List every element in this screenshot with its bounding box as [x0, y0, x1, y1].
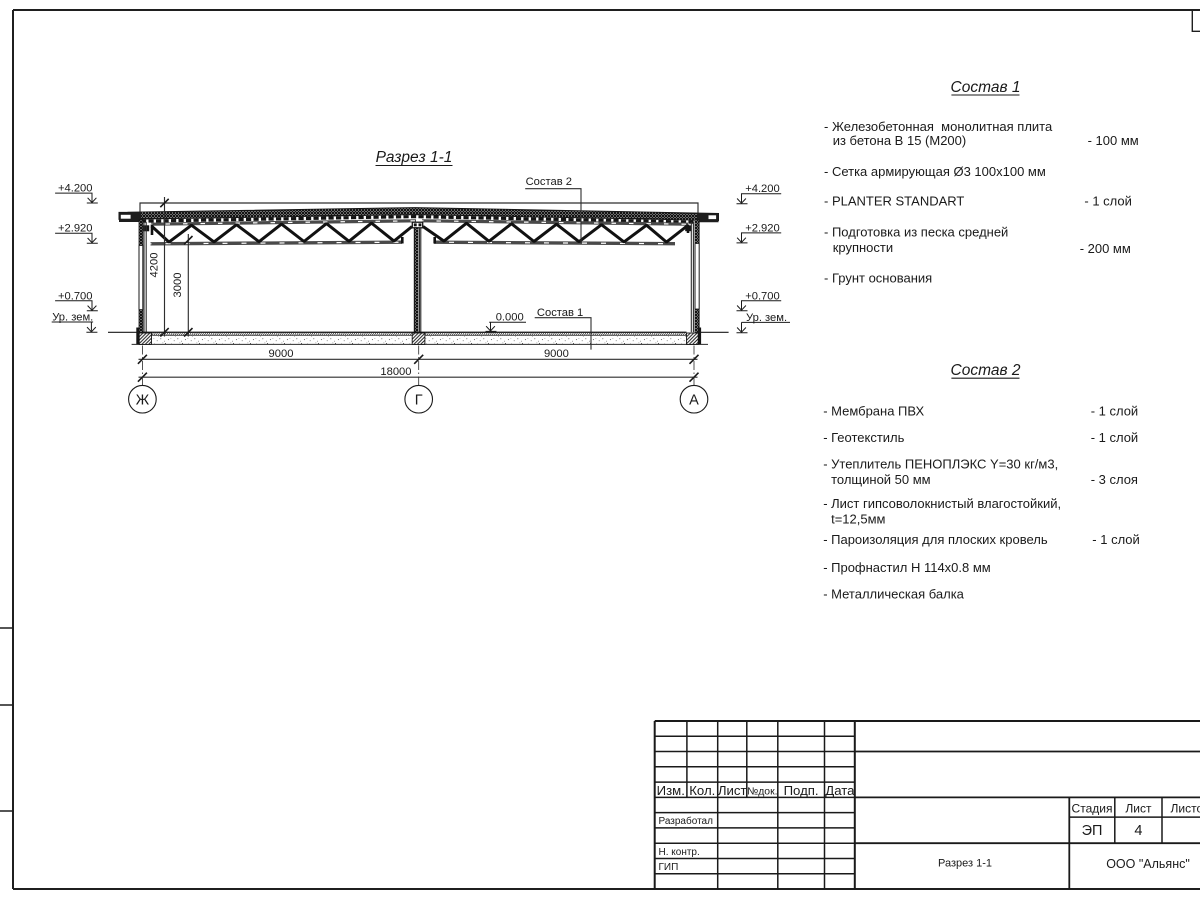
svg-text:ООО "Альянс": ООО "Альянс": [1106, 857, 1190, 871]
svg-text:- Утеплитель ПЕНОПЛЭКС Y=30 кг: - Утеплитель ПЕНОПЛЭКС Y=30 кг/м3,: [823, 457, 1058, 472]
svg-text:Ж: Ж: [136, 392, 150, 408]
svg-text:+4.200: +4.200: [745, 183, 780, 195]
svg-text:+4.200: +4.200: [58, 183, 93, 195]
svg-text:- Геотекстиль: - Геотекстиль: [823, 430, 904, 445]
svg-text:Разработал: Разработал: [659, 815, 714, 827]
svg-text:- 1 слой: - 1 слой: [1084, 194, 1132, 209]
svg-text:Лист: Лист: [718, 783, 747, 798]
svg-text:- 1 слой: - 1 слой: [1091, 430, 1139, 445]
svg-text:Состав 2: Состав 2: [526, 176, 572, 188]
svg-text:9000: 9000: [544, 348, 569, 360]
svg-text:А: А: [689, 392, 699, 408]
svg-text:- PLANTER STANDART: - PLANTER STANDART: [824, 194, 964, 209]
svg-text:Ур. зем.: Ур. зем.: [746, 312, 787, 324]
svg-text:- Сетка армирующая Ø3 100х100: - Сетка армирующая Ø3 100х100 мм: [824, 164, 1046, 179]
svg-text:Н. контр.: Н. контр.: [659, 847, 700, 858]
svg-text:№док.: №док.: [747, 786, 777, 797]
svg-text:+0.700: +0.700: [58, 290, 93, 302]
svg-text:Состав 2: Состав 2: [951, 362, 1021, 379]
svg-text:- 1 слой: - 1 слой: [1091, 404, 1139, 419]
svg-text:4: 4: [1134, 823, 1142, 839]
svg-text:Подп.: Подп.: [784, 783, 819, 798]
svg-text:Кол.: Кол.: [689, 783, 715, 798]
svg-text:Стадия: Стадия: [1072, 801, 1113, 815]
svg-text:3000: 3000: [172, 273, 184, 298]
svg-text:Изм.: Изм.: [657, 783, 685, 798]
svg-text:- Грунт основания: - Грунт основания: [824, 270, 932, 285]
svg-text:Г: Г: [415, 392, 423, 408]
svg-text:9000: 9000: [269, 348, 294, 360]
svg-text:- 1 слой: - 1 слой: [1092, 532, 1140, 547]
svg-text:ЭП: ЭП: [1082, 823, 1103, 839]
svg-text:из бетона В 15 (М200): из бетона В 15 (М200): [833, 133, 967, 148]
svg-text:+2.920: +2.920: [58, 223, 93, 235]
svg-text:- 100 мм: - 100 мм: [1088, 133, 1139, 148]
svg-text:Состав 1: Состав 1: [537, 307, 583, 319]
svg-text:толщиной 50 мм: толщиной 50 мм: [831, 472, 931, 487]
svg-text:крупности: крупности: [833, 240, 893, 255]
svg-text:4200: 4200: [149, 253, 161, 278]
svg-text:Листов: Листов: [1171, 801, 1200, 815]
svg-text:18000: 18000: [380, 366, 411, 378]
svg-text:- Подготовка из песка средней: - Подготовка из песка средней: [824, 224, 1008, 239]
svg-text:Дата: Дата: [825, 783, 855, 798]
svg-text:- Пароизоляция для плоских кро: - Пароизоляция для плоских кровель: [823, 532, 1048, 547]
svg-text:Разрез 1-1: Разрез 1-1: [376, 149, 453, 166]
svg-text:+2.920: +2.920: [745, 222, 780, 234]
svg-text:0.000: 0.000: [496, 311, 524, 323]
svg-text:- Профнастил Н 114х0.8 мм: - Профнастил Н 114х0.8 мм: [823, 560, 991, 575]
svg-text:- Мембрана ПВХ: - Мембрана ПВХ: [823, 404, 924, 419]
svg-text:+0.700: +0.700: [745, 290, 780, 302]
svg-text:- Лист гипсоволокнистый влагос: - Лист гипсоволокнистый влагостойкий,: [823, 496, 1061, 511]
svg-text:- Железобетонная монолитная п: - Железобетонная монолитная плита: [824, 119, 1053, 134]
svg-text:- 3 слоя: - 3 слоя: [1091, 472, 1138, 487]
svg-text:t=12,5мм: t=12,5мм: [831, 511, 885, 526]
svg-text:- Металлическая балка: - Металлическая балка: [823, 587, 964, 602]
svg-text:Разрез 1-1: Разрез 1-1: [938, 858, 992, 870]
svg-text:Состав 1: Состав 1: [951, 79, 1021, 96]
svg-text:Лист: Лист: [1125, 801, 1152, 815]
svg-text:- 200 мм: - 200 мм: [1080, 241, 1131, 256]
svg-text:ГИП: ГИП: [659, 862, 679, 873]
svg-text:Ур. зем.: Ур. зем.: [52, 312, 93, 324]
